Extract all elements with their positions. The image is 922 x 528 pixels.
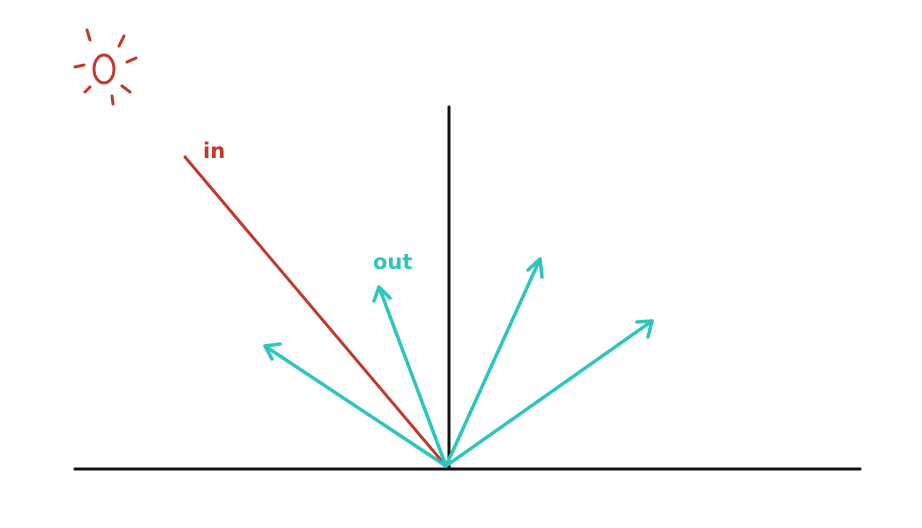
sun-icon [73,28,138,106]
outgoing-rays [263,257,654,468]
outgoing-label: out [373,250,412,274]
outgoing-arrow-4 [444,319,654,468]
outgoing-arrow-1 [263,342,448,468]
incoming-ray [183,155,448,468]
outgoing-arrow-2 [372,285,448,468]
incoming-label: in [203,139,225,163]
outgoing-arrow-3 [444,257,544,468]
